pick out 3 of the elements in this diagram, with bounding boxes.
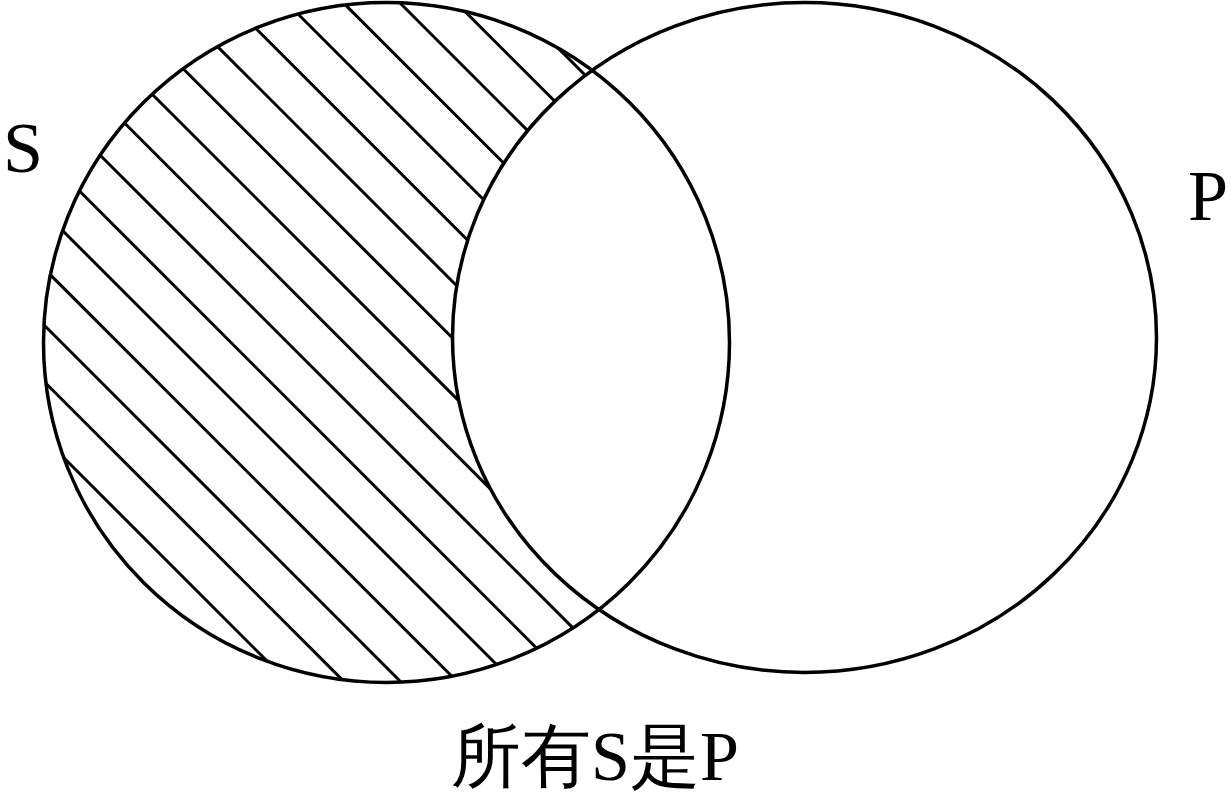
caption: 所有S是P	[451, 722, 739, 792]
set-label: S	[3, 112, 44, 184]
set-label: P	[1188, 160, 1229, 232]
